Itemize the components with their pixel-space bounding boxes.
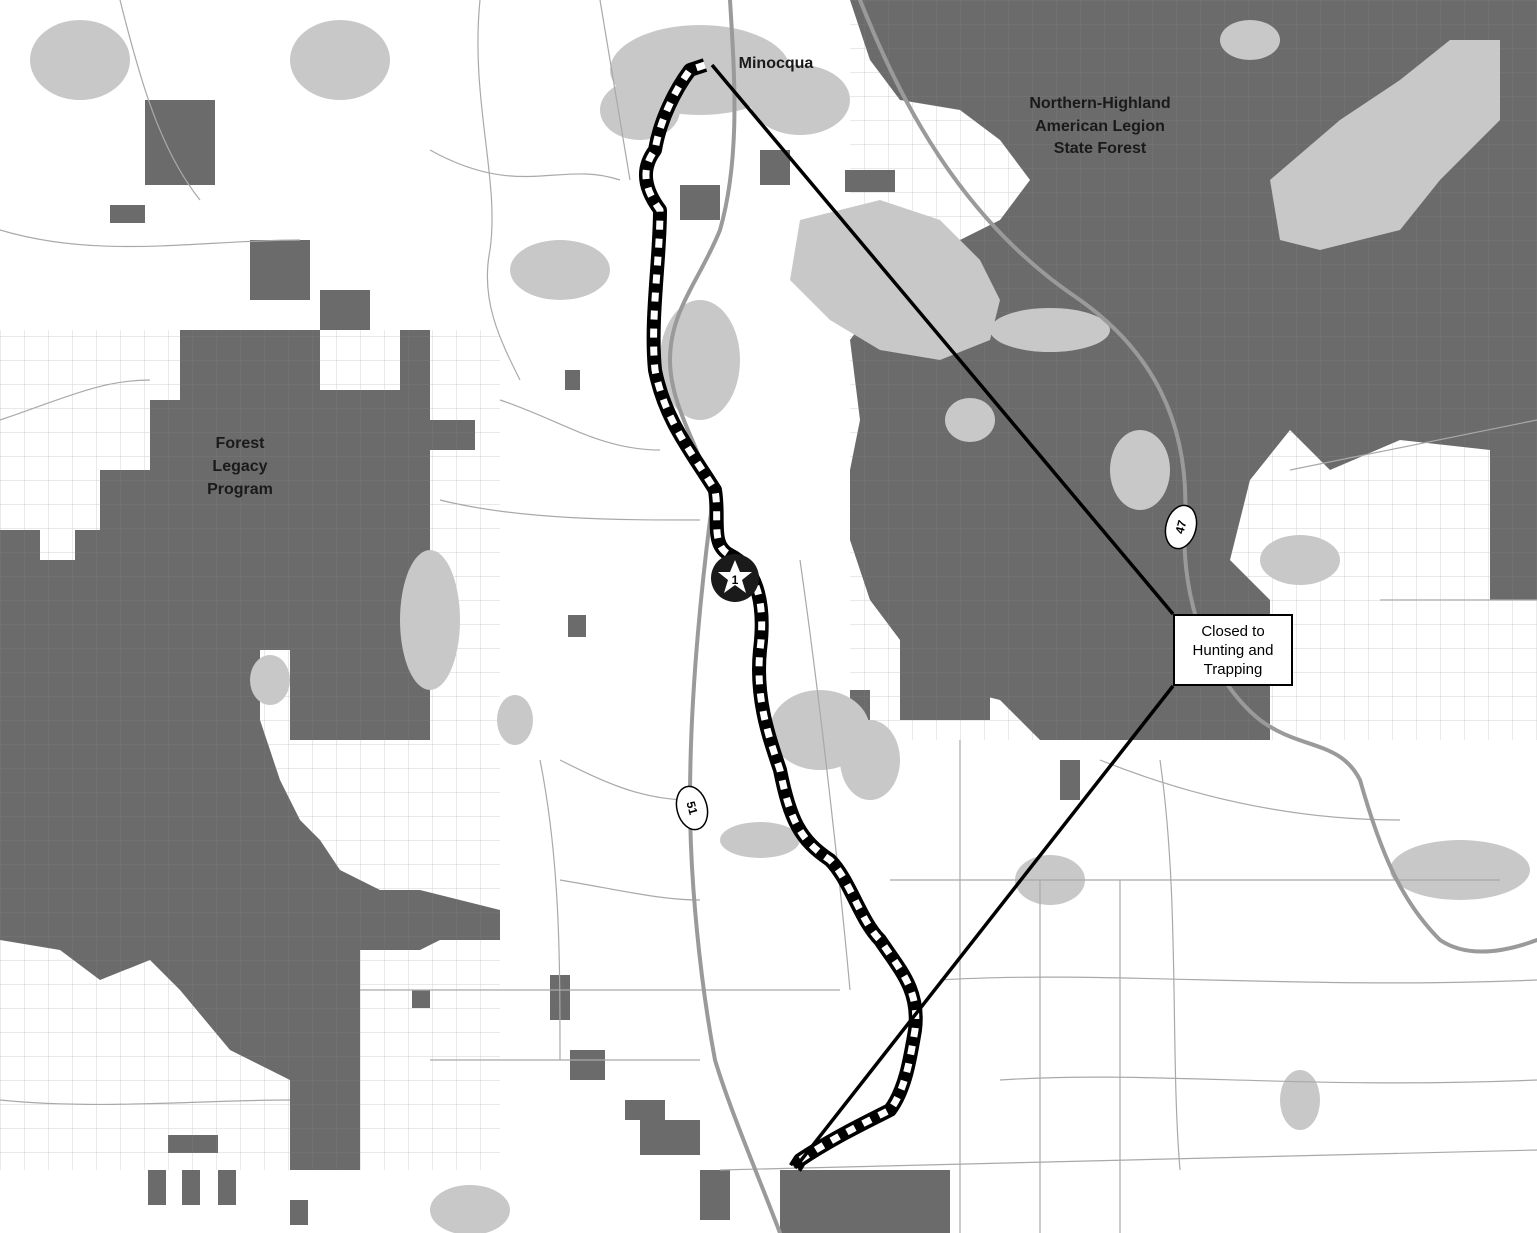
forest-w-label-line1: Forest — [216, 435, 266, 452]
forest-grid-w — [0, 330, 500, 1170]
trail-route — [638, 58, 923, 1172]
closed-area-boundary — [710, 63, 1175, 1170]
forest-w-label-line2: Legacy — [212, 458, 267, 475]
forest-ne-label-line1: Northern-Highland — [1029, 95, 1170, 112]
highway-51-road — [667, 0, 782, 1233]
star-icon — [718, 560, 752, 593]
closed-area-callout: Closed to Hunting and Trapping — [1173, 614, 1293, 686]
trailhead-marker[interactable]: 1 — [711, 554, 759, 602]
highway-47-label: 47 — [1173, 518, 1190, 535]
marker-number: 1 — [732, 573, 739, 587]
highway-51-shield: 51 — [675, 785, 709, 831]
highway-47-shield: 47 — [1164, 504, 1198, 550]
town-label-minocqua: Minocqua — [739, 55, 814, 72]
forest-ne-label-line3: State Forest — [1054, 140, 1147, 157]
highway-51-label: 51 — [684, 800, 701, 817]
forest-w-label-line3: Program — [207, 481, 273, 498]
forest-ne-label-line2: American Legion — [1035, 118, 1165, 135]
